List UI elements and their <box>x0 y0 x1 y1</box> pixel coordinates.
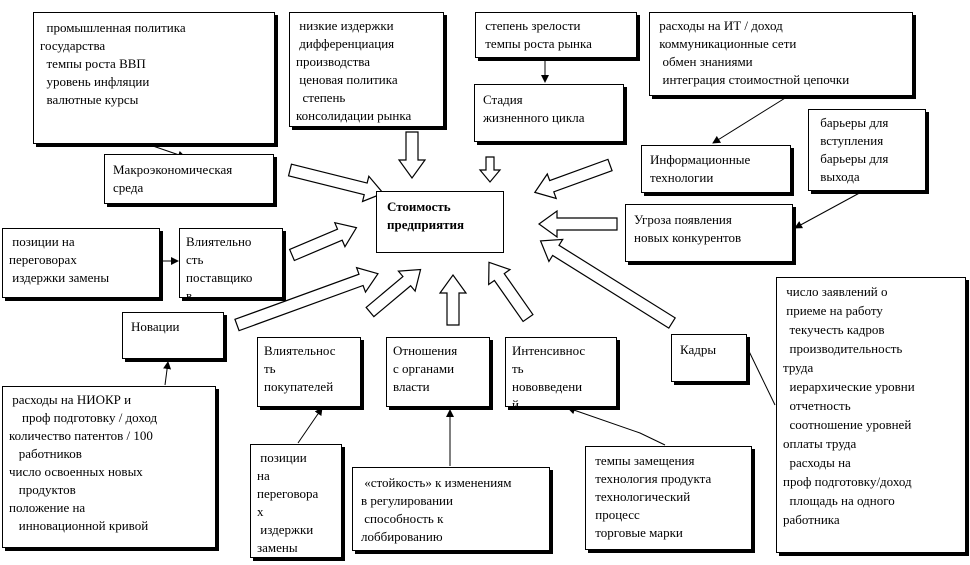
entrants-details-box: барьеры для вступления барьеры для выход… <box>808 109 926 191</box>
it-details-box: расходы на ИТ / доход коммуникационные с… <box>649 12 913 96</box>
arrow-competition <box>397 131 427 180</box>
government-factor-box: Отношения с органами власти <box>386 337 490 407</box>
arrow-staff <box>539 238 677 329</box>
it-factor-box: Информационные технологии <box>641 145 791 193</box>
buyers-details-box: позиции на переговора х издержки замены <box>250 444 342 558</box>
entrants-factor-box: Угроза появления новых конкурентов <box>625 204 793 262</box>
center-line-1: Стоимость <box>387 199 451 214</box>
buyers-detail-connector <box>297 407 323 444</box>
center-line-2: предприятия <box>387 217 465 232</box>
entrants-detail-connector <box>794 189 866 229</box>
arrow-macro <box>287 163 385 203</box>
arrow-lifecycle <box>478 156 502 183</box>
lifecycle-details-box: степень зрелости темпы роста рынка <box>475 12 637 58</box>
arrow-innovation <box>234 266 379 332</box>
arrow-buyers <box>365 268 422 318</box>
suppliers-factor-box: Влиятельно сть поставщико в <box>179 228 283 298</box>
arrow-government <box>438 273 468 326</box>
intensity-detail-connector <box>567 406 666 446</box>
innovation-factor-box: Новации <box>122 312 224 359</box>
suppliers-details-box: позиции на переговорах издержки замены <box>2 228 160 298</box>
arrow-suppliers <box>288 221 358 262</box>
innovation-detail-connector <box>163 361 172 386</box>
staff-factor-box: Кадры <box>671 334 747 382</box>
competition-details-box: низкие издержки дифференциация производс… <box>289 12 444 127</box>
government-details-box: «стойкость» к изменениям в регулировании… <box>352 467 550 551</box>
buyers-factor-box: Влиятельнос ть покупателей <box>257 337 361 407</box>
lifecycle-factor-box: Стадия жизненного цикла <box>474 84 624 142</box>
arrow-it <box>533 158 613 200</box>
macro-factor-box: Макроэкономическая среда <box>104 154 274 204</box>
arrow-intensity <box>488 261 534 323</box>
innovation-details-box: расходы на НИОКР и проф подготовку / дох… <box>2 386 216 548</box>
arrow-entrants <box>537 209 618 239</box>
it-detail-connector <box>712 94 791 144</box>
staff-details-box: число заявлений о приеме на работу текуч… <box>776 277 966 553</box>
macro-details-box: промышленная политика государства темпы … <box>33 12 275 144</box>
intensity-details-box: темпы замещения технология продукта техн… <box>585 446 752 550</box>
center-box-enterprise-value: Стоимость предприятия <box>376 191 504 253</box>
intensity-factor-box: Интенсивнос ть нововведени й <box>505 337 617 407</box>
